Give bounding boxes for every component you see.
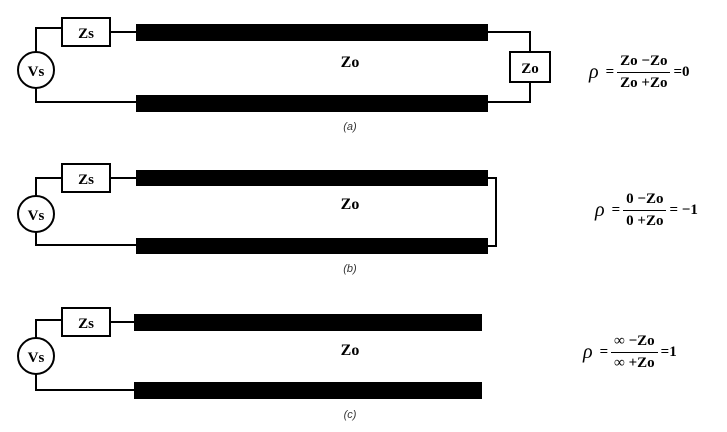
wire-a-source-top	[35, 27, 62, 52]
line-b-top-conductor	[136, 170, 488, 186]
result-c: =1	[660, 344, 677, 360]
wire-b-short	[488, 177, 497, 247]
caption-b: (b)	[343, 263, 357, 275]
zo-b-label: Zo	[341, 196, 360, 213]
equals-b: =	[611, 202, 621, 218]
fraction-b: 0 −Zo 0 +Zo	[623, 191, 667, 230]
source-a-label: Vs	[28, 64, 45, 80]
source-b-label: Vs	[28, 208, 45, 224]
wire-a-source-bottom	[35, 88, 138, 103]
zs-b-box	[61, 163, 111, 193]
numerator-b: 0 −Zo	[623, 191, 667, 211]
wire-b-source-bottom	[35, 232, 138, 246]
formula-a: ρ = Zo −Zo Zo +Zo =0	[589, 53, 690, 92]
wire-a-load-bottom	[488, 82, 531, 103]
zo-c-label: Zo	[341, 342, 360, 359]
source-c-label: Vs	[28, 350, 45, 366]
wire-b-source-top	[35, 177, 62, 196]
result-b: = −1	[669, 202, 698, 218]
fraction-c: ∞ −Zo ∞ +Zo	[611, 333, 658, 372]
caption-a: (a)	[343, 121, 357, 133]
source-c-circle	[17, 337, 55, 375]
zs-a-label: Zs	[78, 26, 94, 42]
source-b-circle	[17, 195, 55, 233]
wire-c-source-top	[35, 319, 62, 338]
equals-a: =	[605, 64, 615, 80]
load-a-label: Zo	[521, 61, 539, 77]
load-a-box	[509, 51, 551, 83]
line-a-top-conductor	[136, 24, 488, 41]
line-b-bottom-conductor	[136, 238, 488, 254]
denominator-b: 0 +Zo	[626, 213, 664, 229]
zs-c-label: Zs	[78, 316, 94, 332]
numerator-c: ∞ −Zo	[611, 333, 658, 353]
line-c-bottom-conductor	[134, 382, 482, 399]
zo-a-label: Zo	[341, 54, 360, 71]
circuit-b: Vs Zs Zo (b)	[17, 163, 497, 275]
formula-b: ρ = 0 −Zo 0 +Zo = −1	[595, 191, 698, 230]
zs-a-box	[61, 17, 111, 47]
source-a-circle	[17, 51, 55, 89]
rho-symbol-a: ρ	[589, 61, 599, 83]
zs-b-label: Zs	[78, 172, 94, 188]
fraction-a: Zo −Zo Zo +Zo	[617, 53, 671, 92]
zs-c-box	[61, 307, 111, 337]
line-c-top-conductor	[134, 314, 482, 331]
circuit-c: Vs Zs Zo (c)	[17, 307, 482, 421]
denominator-a: Zo +Zo	[620, 75, 668, 91]
numerator-a: Zo −Zo	[617, 53, 671, 73]
wire-c-source-bottom	[35, 374, 136, 391]
rho-symbol-c: ρ	[583, 341, 593, 363]
formula-c: ρ = ∞ −Zo ∞ +Zo =1	[583, 333, 677, 372]
rho-symbol-b: ρ	[595, 199, 605, 221]
equals-c: =	[599, 344, 609, 360]
caption-c: (c)	[344, 409, 357, 421]
denominator-c: ∞ +Zo	[614, 355, 655, 371]
line-a-bottom-conductor	[136, 95, 488, 112]
circuit-a: Vs Zs Zo Zo (a)	[17, 17, 551, 133]
result-a: =0	[673, 64, 690, 80]
wire-a-load-top	[488, 31, 531, 52]
